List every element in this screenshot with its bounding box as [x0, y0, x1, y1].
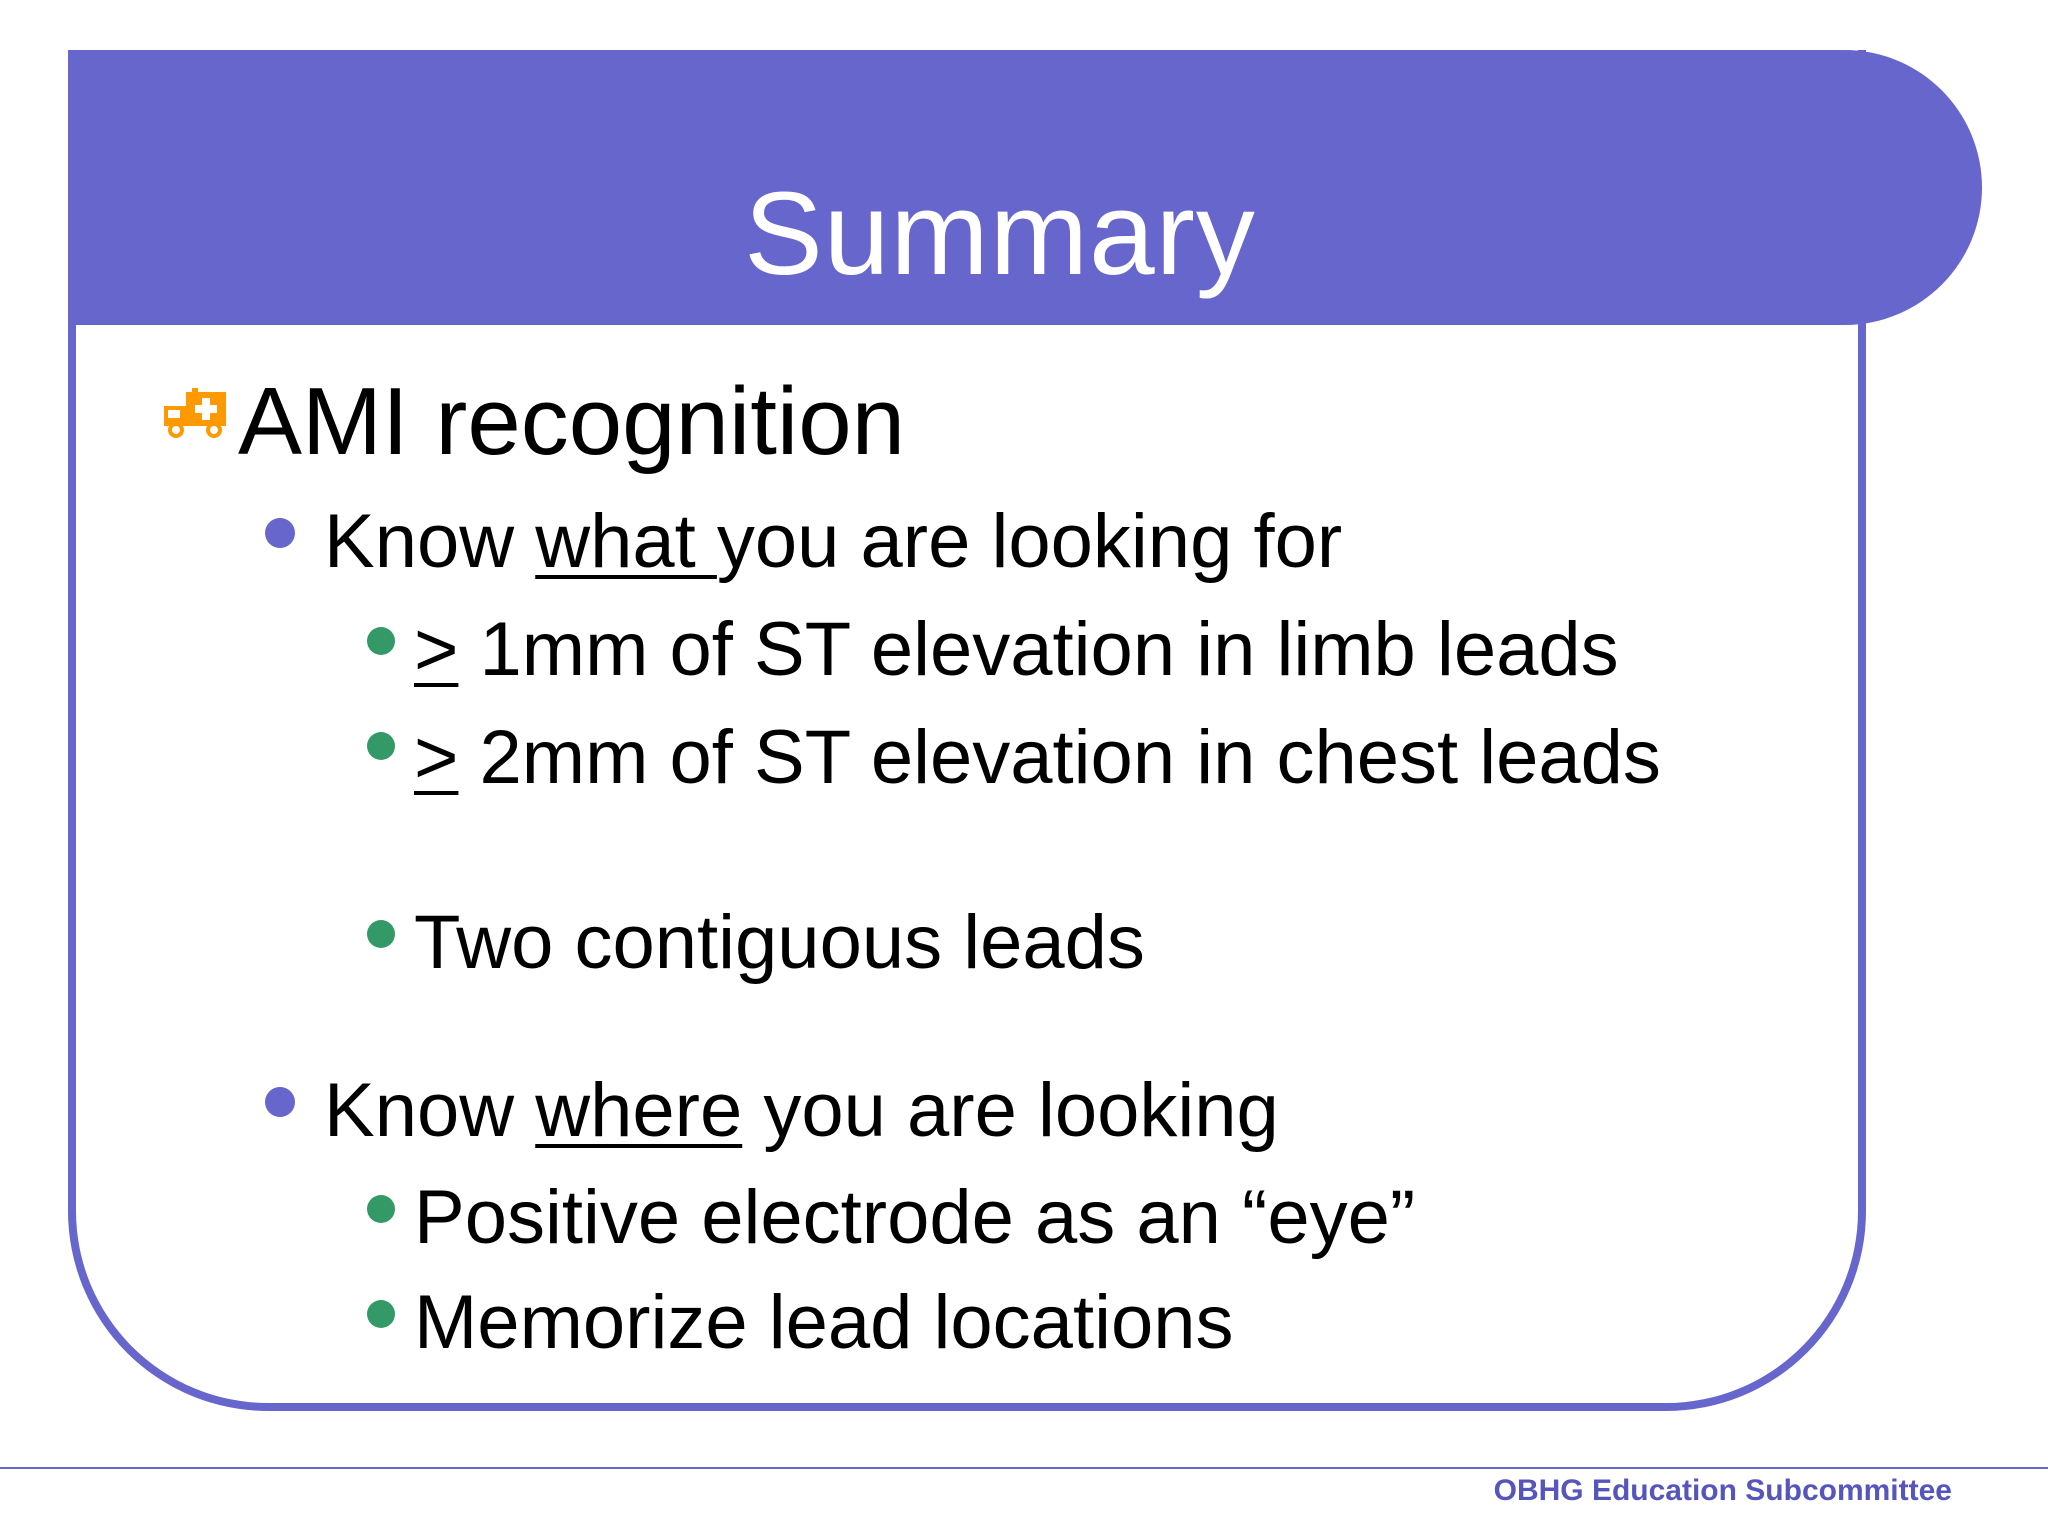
sub-bullet-electrode: Positive electrode as an “eye”	[414, 1175, 1416, 1260]
title-bar: Summary	[68, 50, 1982, 325]
sub-bullet-st-limb-text: 1mm of ST elevation in limb leads	[458, 607, 1619, 692]
emphasis-where: where	[535, 1068, 743, 1153]
sub-bullet-contiguous: Two contiguous leads	[414, 900, 1145, 985]
bullet-know-where: Know where you are looking	[324, 1071, 1279, 1151]
sub-bullet-st-chest-text: 2mm of ST elevation in chest leads	[458, 715, 1661, 800]
sub-bullet-st-limb: > 1mm of ST elevation in limb leads	[414, 610, 1764, 690]
slide-content: AMI recognition Know what you are lookin…	[164, 368, 1764, 1365]
bullet-know-what-pre: Know	[324, 499, 536, 584]
sub-bullet-dot	[367, 627, 395, 655]
bullet-dot	[265, 518, 295, 548]
slide-title: Summary	[744, 168, 1256, 300]
bullet-ami-recognition: AMI recognition	[238, 368, 905, 475]
bullet-know-where-post: you are looking	[742, 1068, 1279, 1153]
bullet-know-what: Know what you are looking for	[324, 502, 1342, 582]
footer-divider	[0, 1467, 2048, 1469]
greater-equal-symbol: >	[414, 607, 459, 692]
emphasis-what: what	[535, 499, 717, 584]
sub-bullet-dot	[367, 732, 395, 760]
sub-bullet-dot	[367, 1195, 395, 1223]
sub-bullet-dot	[367, 920, 395, 948]
greater-equal-symbol: >	[414, 715, 459, 800]
bullet-know-where-pre: Know	[324, 1068, 536, 1153]
bullet-know-what-post: you are looking for	[716, 499, 1343, 584]
ambulance-icon	[164, 388, 226, 438]
bullet-dot	[265, 1087, 295, 1117]
footer-credit: OBHG Education Subcommittee	[1493, 1474, 1952, 1507]
sub-bullet-memorize: Memorize lead locations	[414, 1280, 1234, 1365]
sub-bullet-st-chest: > 2mm of ST elevation in chest leads	[414, 715, 1764, 800]
sub-bullet-dot	[367, 1300, 395, 1328]
